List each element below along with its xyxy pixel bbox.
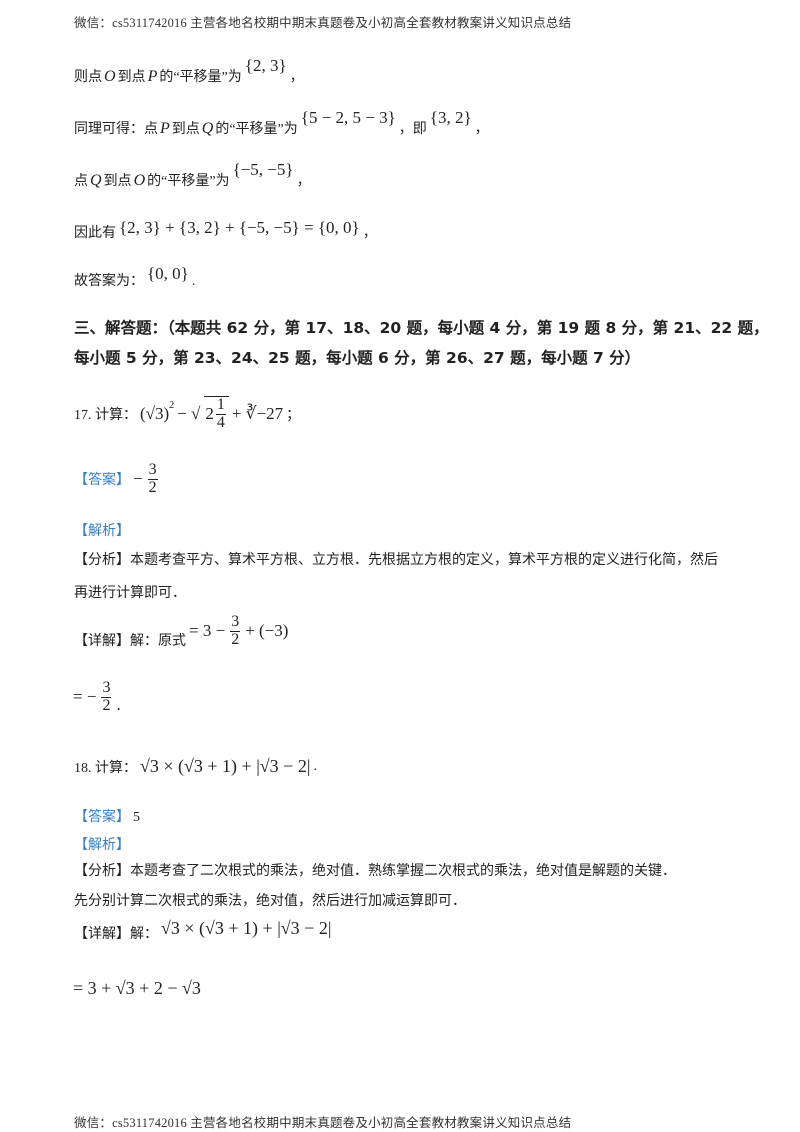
question-label: 18. 计算： [74,760,137,776]
answer-fraction: 3 2 [147,461,158,497]
text: ，即 [398,122,427,137]
point-q: Q [201,120,214,137]
prev-line-1: 则点 O 到点 P 的“平移量”为 {2, 3} ， [74,56,304,86]
text: 的“平移量”为 [159,70,242,85]
numerator: 1 [215,396,226,415]
question-17: 17. 计算： (√3) 2 − √ 2 1 4 + ∛−27 ； [74,396,300,432]
fraction: 3 2 [230,613,241,649]
page-footer-watermark: 微信：cs5311742016 主营各地名校期中期末真题卷及小初高全套教材教案讲… [74,1116,572,1130]
mixed-whole: 2 [205,404,214,424]
answer-tag: 【答案】 [74,810,130,825]
math-part: (√3) [140,403,170,423]
text: . [313,758,317,774]
text: 故答案为： [74,274,144,289]
prev-line-4: 因此有 {2, 3} + {3, 2} + {−5, −5} = {0, 0} … [74,218,377,242]
xiangjie-tag: 【详解】 [74,926,130,942]
point-q: Q [90,172,102,189]
sqrt-radicand: 2 1 4 [204,396,229,432]
q17-xiangjie: 【详解】 解：原式 = 3 − 3 2 + (−3) [74,613,291,650]
text: 到点 [171,122,200,137]
question-18: 18. 计算： √3 × (√3 + 1) + |√3 − 2| . [74,756,317,777]
text: ， [289,70,304,85]
q18-xiangjie: 【详解】 解： √3 × (√3 + 1) + |√3 − 2| [74,918,334,943]
math-expression: {−5, −5} [232,160,294,179]
question-label: 17. 计算： [74,407,137,423]
section-heading-line-1: 三、解答题：（本题共 62 分，第 17、18、20 题，每小题 4 分，第 1… [74,319,769,337]
page-header-watermark: 微信：cs5311742016 主营各地名校期中期末真题卷及小初高全套教材教案讲… [74,16,572,30]
q17-fenxi-line-2: 再进行计算即可． [74,586,186,601]
point-o: O [133,172,146,189]
text: 同理可得：点 [74,122,158,137]
text: ， [362,226,377,241]
answer-tag: 【答案】 [74,473,130,489]
fraction: 3 2 [101,679,112,715]
text: 解： [130,926,158,942]
denominator: 2 [148,478,157,496]
text: 本题考查平方、算术平方根、立方根．先根据立方根的定义，算术平方根的定义进行化简，… [130,553,718,568]
numerator: 3 [230,613,241,632]
q18-fenxi-line-1: 【分析】 本题考查了二次根式的乘法，绝对值．熟练掌握二次根式的乘法，绝对值是解题… [74,860,676,880]
fenxi-tag: 【分析】 [74,553,130,568]
text: ， [474,122,489,137]
math-part: − √ [177,403,201,423]
math-part: = − [73,687,97,707]
point-p: P [147,68,158,85]
text: 因此有 [74,226,116,241]
denominator: 2 [231,630,240,648]
q18-answer: 【答案】 5 [74,806,143,826]
math-expression: = 3 + √3 + 2 − √3 [73,978,201,998]
text: 点 [74,174,88,189]
prev-line-2: 同理可得：点 P 到点 Q 的“平移量”为 {5 − 2, 5 − 3} ，即 … [74,108,489,138]
denominator: 4 [216,413,225,431]
math-expression: √3 × (√3 + 1) + |√3 − 2| [161,918,332,938]
prev-line-5: 故答案为： {0, 0} . [74,264,196,290]
period: . [116,694,121,714]
q18-step-1: = 3 + √3 + 2 − √3 [70,978,204,999]
answer-value: 5 [133,810,140,825]
math-expression: {0, 0} [147,264,189,283]
q18-fenxi-line-2: 先分别计算二次根式的乘法，绝对值，然后进行加减运算即可． [74,894,466,909]
text: 到点 [117,70,146,85]
fenxi-tag: 【分析】 [74,864,130,879]
text: 则点 [74,70,102,85]
math-expression: √3 × (√3 + 1) + |√3 − 2| [140,756,311,776]
section-heading-line-2: 每小题 5 分，第 23、24、25 题，每小题 6 分，第 26、27 题，每… [74,349,641,367]
point-o: O [104,68,116,85]
numerator: 3 [147,461,158,480]
q17-answer: 【答案】 − 3 2 [74,461,160,497]
math-part: = 3 − [189,621,226,641]
q18-analysis-tag: 【解析】 [74,838,130,853]
step-1: = 3 − 3 2 + (−3) [186,613,291,649]
math-part: + (−3) [245,621,289,641]
text: 的“平移量”为 [215,122,298,137]
text: ； [286,407,301,423]
fraction: 1 4 [215,396,226,432]
prev-line-3: 点 Q 到点 O 的“平移量”为 {−5, −5} ， [74,160,311,190]
text: 本题考查了二次根式的乘法，绝对值．熟练掌握二次根式的乘法，绝对值是解题的关键． [130,864,676,879]
math-expression: {2, 3} + {3, 2} + {−5, −5} = {0, 0} [119,218,360,237]
q17-analysis-tag: 【解析】 [74,524,130,539]
math-expression: {5 − 2, 5 − 3} [300,108,396,127]
denominator: 2 [102,696,111,714]
text: 到点 [103,174,132,189]
q17-step-2: = − 3 2 . [70,679,124,715]
text: ， [296,174,311,189]
sign: − [133,469,143,489]
text: 的“平移量”为 [147,174,230,189]
text: . [191,274,196,289]
q17-fenxi-line-1: 【分析】 本题考查平方、算术平方根、立方根．先根据立方根的定义，算术平方根的定义… [74,549,718,569]
math-part: + ∛−27 [231,403,284,423]
math-expression: {3, 2} [429,108,472,127]
text: 解：原式 [130,634,186,649]
numerator: 3 [101,679,112,698]
exponent: 2 [169,400,175,412]
point-p: P [160,120,170,137]
math-expression: {2, 3} [244,56,287,75]
xiangjie-tag: 【详解】 [74,634,130,649]
